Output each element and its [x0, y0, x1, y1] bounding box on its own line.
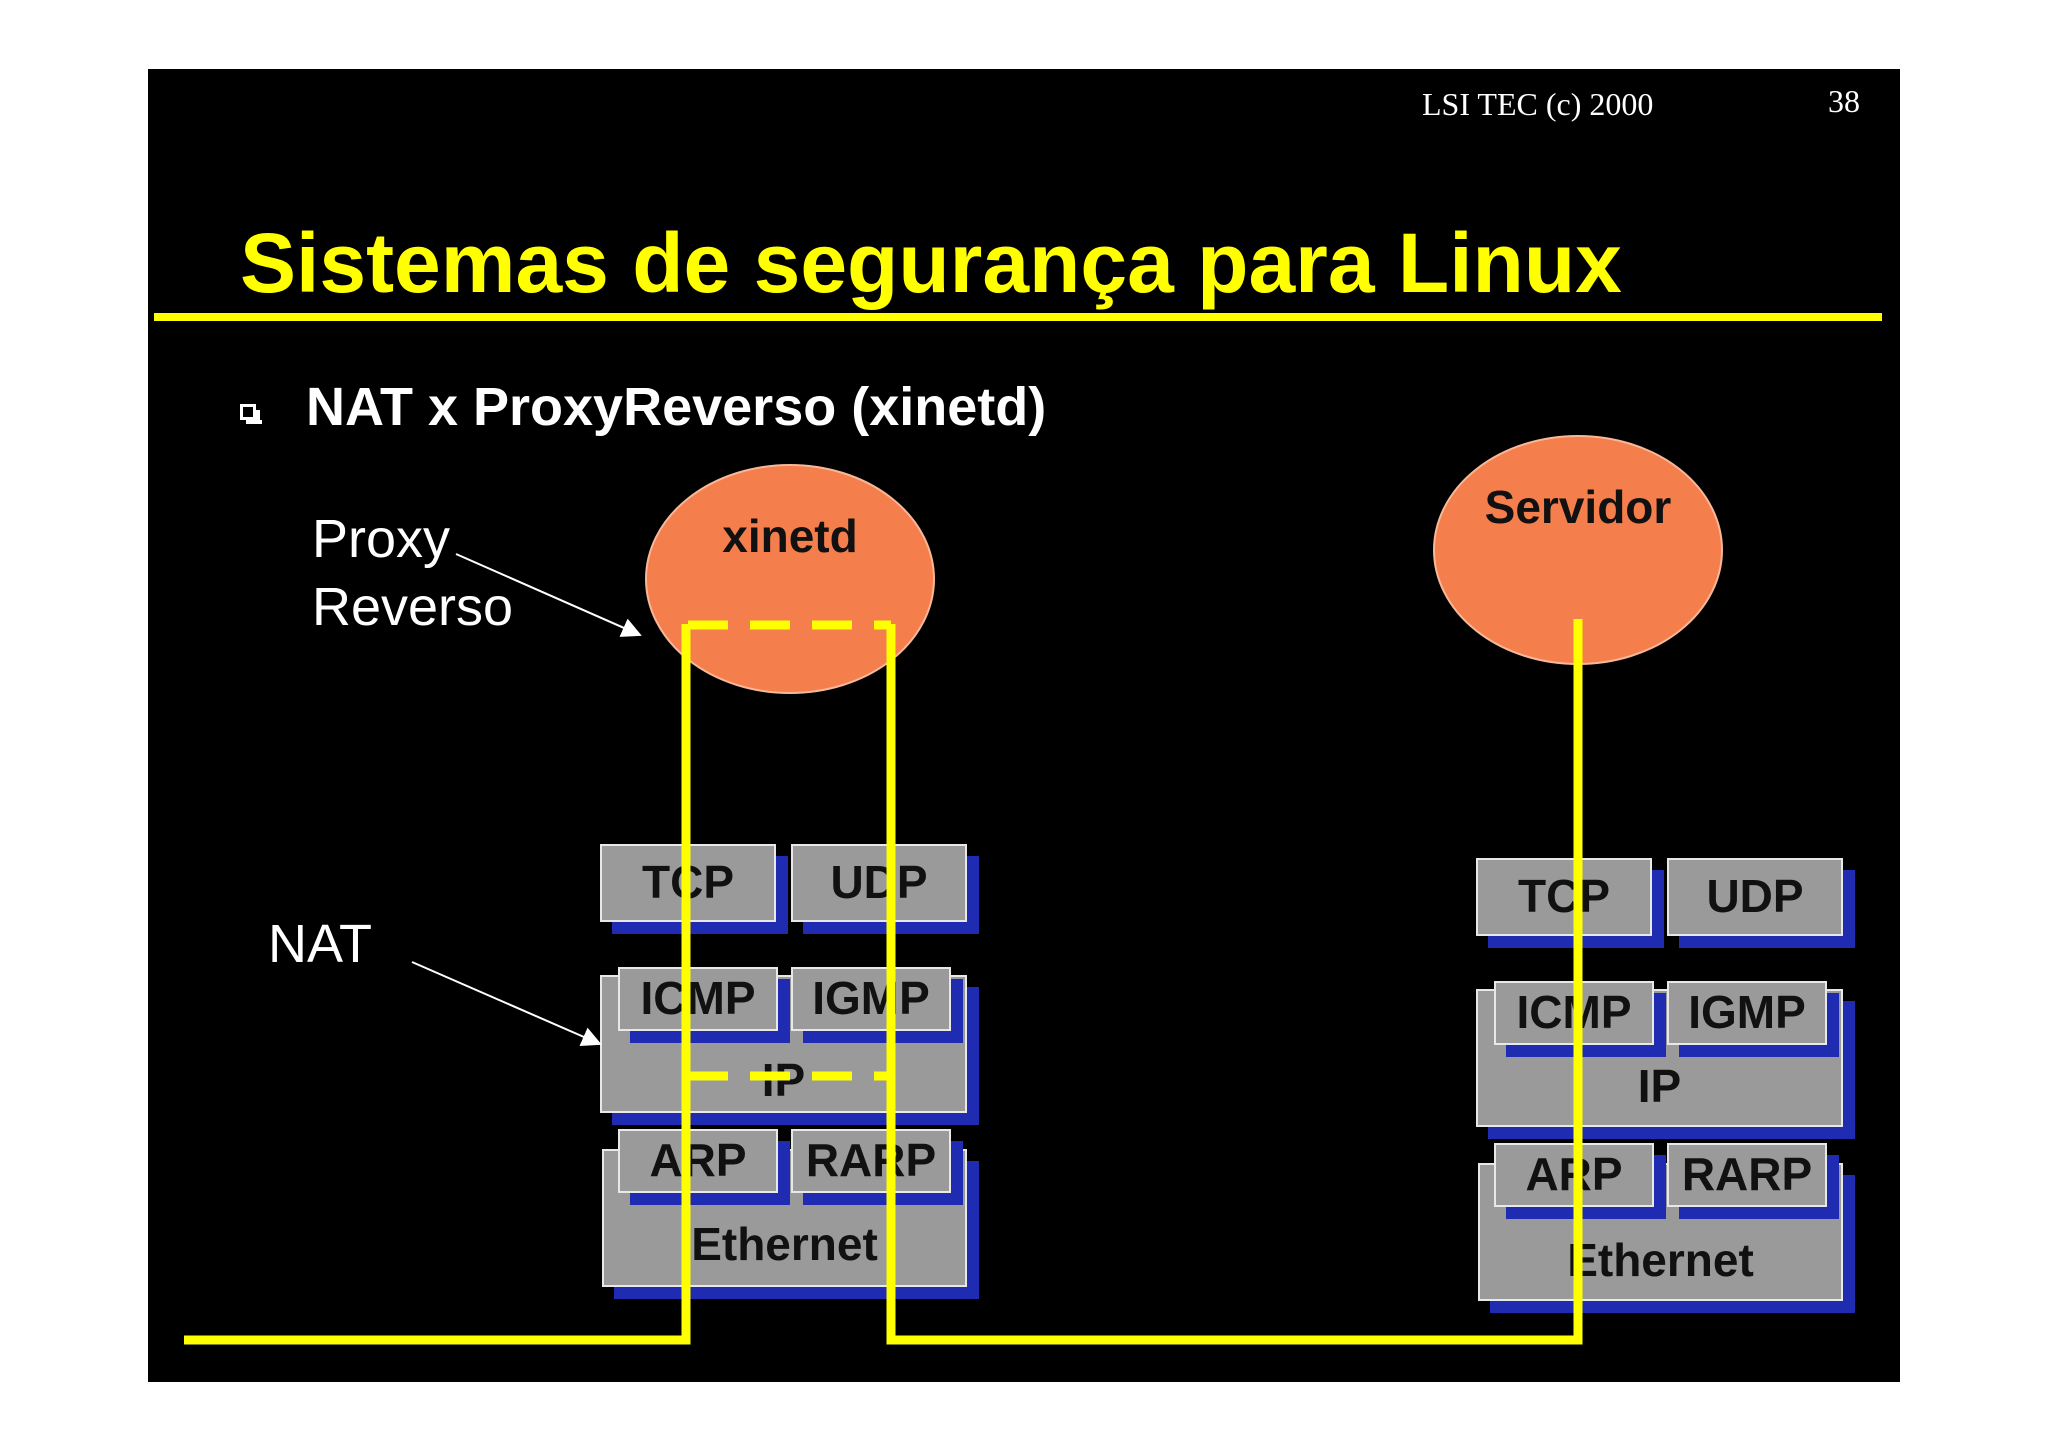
diagram-shapes: [645, 435, 1723, 694]
left-igmp-block: IGMP: [791, 967, 963, 1043]
left-rarp-block: RARP: [791, 1129, 963, 1205]
slide-title: Sistemas de segurança para Linux: [240, 216, 1622, 310]
servidor-label: Servidor: [1484, 481, 1672, 533]
xinetd-label: xinetd: [722, 510, 858, 562]
left-udp-label: UDP: [830, 856, 928, 908]
right-tcp-label: TCP: [1518, 870, 1610, 922]
label-nat: NAT: [268, 914, 372, 974]
right-ip-label: IP: [1637, 1060, 1682, 1112]
right-udp-label: UDP: [1706, 870, 1804, 922]
left-igmp-label: IGMP: [812, 972, 930, 1024]
right-igmp-label: IGMP: [1688, 986, 1806, 1038]
network-path-left: [184, 624, 691, 1345]
right-icmp-block: ICMP: [1494, 981, 1666, 1057]
left-ethernet-label: Ethernet: [691, 1218, 878, 1270]
slide: LSI TEC (c) 2000 38 Sistemas de seguranç…: [148, 69, 1900, 1382]
label-reverso: Reverso: [312, 577, 514, 637]
right-udp-block: UDP: [1667, 858, 1855, 948]
label-proxy: Proxy: [312, 509, 451, 569]
proxy-arrow: [455, 553, 642, 637]
xinetd-ellipse: [645, 464, 935, 694]
right-rarp-block: RARP: [1667, 1143, 1839, 1219]
page-number: 38: [1828, 83, 1860, 119]
title-underline: [154, 313, 1882, 321]
left-rarp-label: RARP: [805, 1134, 937, 1186]
right-ethernet-label: Ethernet: [1567, 1234, 1754, 1286]
left-arp-label: ARP: [649, 1134, 747, 1186]
bullet-checkbox-icon: [240, 404, 262, 424]
left-icmp-label: ICMP: [640, 972, 756, 1024]
connection-lines: [184, 553, 1583, 1345]
left-arp-block: ARP: [618, 1129, 790, 1205]
right-igmp-block: IGMP: [1667, 981, 1839, 1057]
bullet-text: NAT x ProxyReverso (xinetd): [306, 377, 1047, 437]
header-org: LSI TEC (c) 2000: [1422, 86, 1654, 122]
nat-arrow: [411, 961, 602, 1046]
left-icmp-block: ICMP: [618, 967, 790, 1043]
right-rarp-label: RARP: [1681, 1148, 1813, 1200]
network-path-right: [886, 619, 1583, 1345]
